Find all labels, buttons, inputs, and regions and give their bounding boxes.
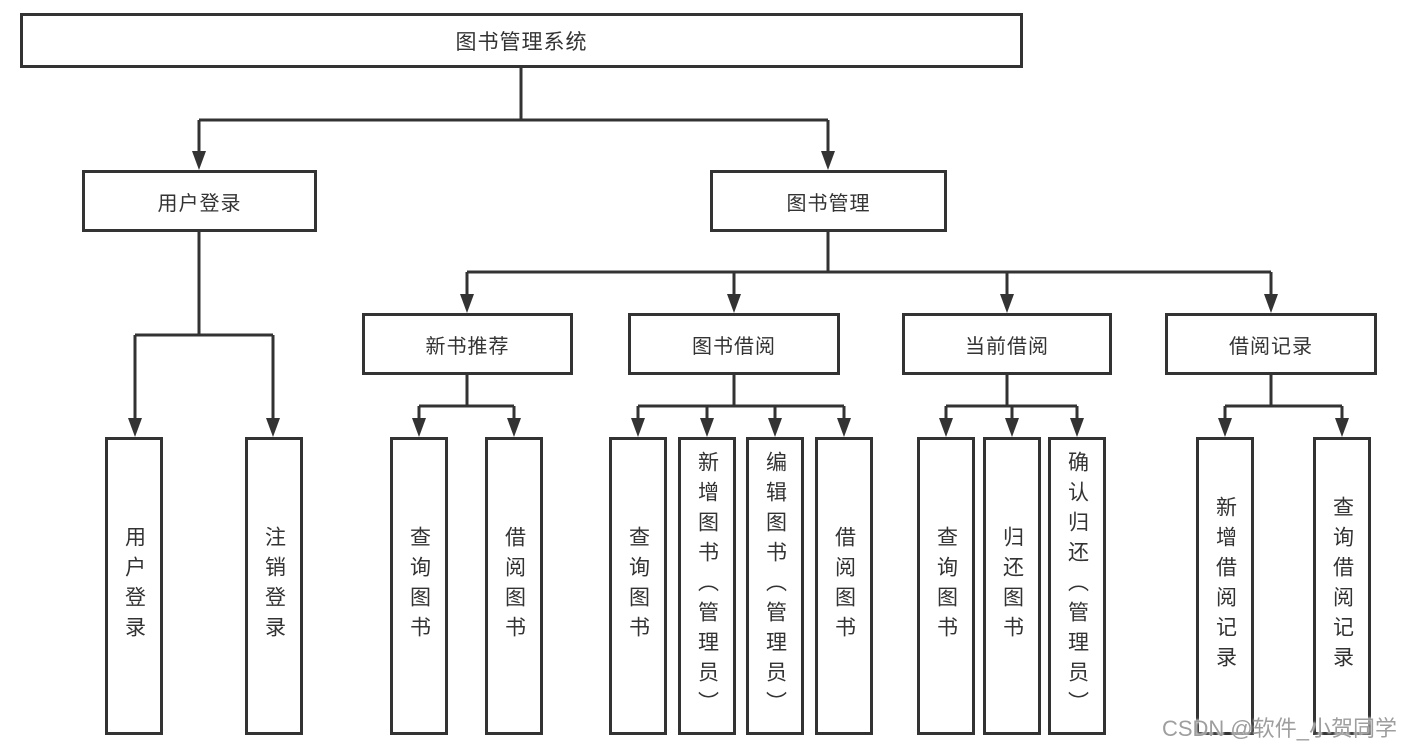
arrow-down-icon <box>700 418 714 437</box>
node-borrowing-records-label: 借阅记录 <box>1229 335 1313 358</box>
arrow-down-icon <box>1335 418 1349 437</box>
arrow-down-icon <box>1070 418 1084 437</box>
node-new-book-recommend-label: 新书推荐 <box>425 335 510 358</box>
node-book-borrowing-label: 图书借阅 <box>692 335 776 358</box>
leaf-borrow-books-2: 借阅图书 <box>815 437 873 735</box>
leaf-query-borrow-record: 查询借阅记录 <box>1313 437 1371 735</box>
arrow-down-icon <box>460 294 474 313</box>
arrow-down-icon <box>192 151 206 170</box>
leaf-edit-books-admin: 编辑图书（管理员） <box>746 437 804 735</box>
leaf-user-login-label: 用户登录 <box>122 526 146 646</box>
leaf-logout-label: 注销登录 <box>262 526 286 646</box>
leaf-edit-books-admin-label: 编辑图书（管理员） <box>763 451 787 721</box>
arrow-down-icon <box>727 294 741 313</box>
node-root: 图书管理系统 <box>20 13 1023 68</box>
connector-line <box>417 375 516 422</box>
connector-line <box>1223 375 1344 422</box>
leaf-query-books-1: 查询图书 <box>390 437 448 735</box>
leaf-return-books: 归还图书 <box>983 437 1041 735</box>
connector-line <box>944 375 1079 422</box>
arrow-down-icon <box>1264 294 1278 313</box>
leaf-query-books-1-label: 查询图书 <box>407 526 431 646</box>
leaf-borrow-books-2-label: 借阅图书 <box>832 526 856 646</box>
leaf-add-books-admin: 新增图书（管理员） <box>678 437 736 735</box>
leaf-confirm-return-admin-label: 确认归还（管理员） <box>1065 451 1089 721</box>
arrow-down-icon <box>939 418 953 437</box>
node-book-management-label: 图书管理 <box>786 192 871 215</box>
connector-line <box>636 375 846 422</box>
arrow-down-icon <box>266 418 280 437</box>
leaf-query-borrow-record-label: 查询借阅记录 <box>1330 496 1354 676</box>
node-new-book-recommend: 新书推荐 <box>362 313 573 375</box>
leaf-return-books-label: 归还图书 <box>1000 526 1024 646</box>
leaf-query-books-3: 查询图书 <box>917 437 975 735</box>
leaf-borrow-books-1: 借阅图书 <box>485 437 543 735</box>
leaf-user-login: 用户登录 <box>105 437 163 735</box>
node-borrowing-records: 借阅记录 <box>1165 313 1377 375</box>
watermark: CSDN @软件_小贺同学 <box>1161 716 1397 741</box>
connector-line <box>133 232 275 422</box>
node-user-login-label: 用户登录 <box>157 192 242 215</box>
arrow-down-icon <box>837 418 851 437</box>
connector-line <box>465 232 1273 298</box>
arrow-down-icon <box>1005 418 1019 437</box>
leaf-add-borrow-record: 新增借阅记录 <box>1196 437 1254 735</box>
leaf-query-books-3-label: 查询图书 <box>934 526 958 646</box>
leaf-add-borrow-record-label: 新增借阅记录 <box>1213 496 1237 676</box>
node-book-management: 图书管理 <box>710 170 947 232</box>
leaf-confirm-return-admin: 确认归还（管理员） <box>1048 437 1106 735</box>
arrow-down-icon <box>128 418 142 437</box>
arrow-down-icon <box>1000 294 1014 313</box>
arrow-down-icon <box>412 418 426 437</box>
node-user-login: 用户登录 <box>82 170 317 232</box>
node-root-label: 图书管理系统 <box>455 30 588 54</box>
leaf-logout: 注销登录 <box>245 437 303 735</box>
arrow-down-icon <box>1218 418 1232 437</box>
leaf-add-books-admin-label: 新增图书（管理员） <box>695 451 719 721</box>
leaf-query-books-2-label: 查询图书 <box>626 526 650 646</box>
leaf-borrow-books-1-label: 借阅图书 <box>502 526 526 646</box>
arrow-down-icon <box>768 418 782 437</box>
leaf-query-books-2: 查询图书 <box>609 437 667 735</box>
arrow-down-icon <box>821 151 835 170</box>
arrow-down-icon <box>507 418 521 437</box>
connector-line <box>197 68 830 155</box>
node-current-borrowing-label: 当前借阅 <box>965 335 1049 358</box>
node-current-borrowing: 当前借阅 <box>902 313 1112 375</box>
node-book-borrowing: 图书借阅 <box>628 313 840 375</box>
arrow-down-icon <box>631 418 645 437</box>
